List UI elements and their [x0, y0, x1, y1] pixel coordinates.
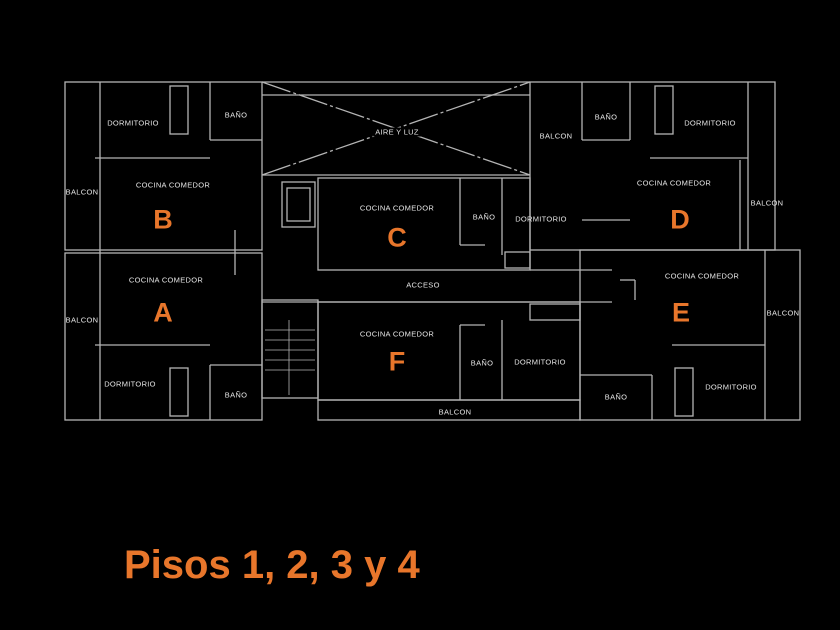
room-label: BAÑO — [472, 212, 496, 222]
unit-letter-a: A — [153, 297, 173, 328]
room-label: BALCON — [438, 407, 472, 417]
room-label: COCINA COMEDOR — [359, 329, 435, 339]
unit-d-outline — [529, 81, 776, 251]
room-label: DORMITORIO — [684, 118, 736, 128]
closet-b — [169, 85, 189, 135]
room-label: DORMITORIO — [515, 214, 567, 224]
room-label: BAÑO — [604, 392, 628, 402]
staircase — [261, 299, 319, 399]
room-label: BAÑO — [224, 390, 248, 400]
room-label: BAÑO — [594, 112, 618, 122]
room-label: DORMITORIO — [107, 118, 159, 128]
unit-letter-f: F — [388, 346, 406, 377]
room-label: AIRE Y LUZ — [373, 127, 421, 137]
room-label: DORMITORIO — [104, 379, 156, 389]
room-label: BALCON — [750, 198, 784, 208]
room-label: COCINA COMEDOR — [636, 178, 712, 188]
unit-c-outline — [317, 177, 531, 271]
room-label: COCINA COMEDOR — [359, 203, 435, 213]
room-label: BALCON — [539, 131, 573, 141]
room-label: DORMITORIO — [514, 357, 566, 367]
unit-e-outline — [579, 249, 801, 421]
room-label: ACCESO — [406, 280, 440, 290]
room-label: BAÑO — [470, 358, 494, 368]
room-label: DORMITORIO — [705, 382, 757, 392]
unit-letter-c: C — [387, 222, 407, 253]
room-label: BALCON — [65, 187, 99, 197]
room-label: BAÑO — [224, 110, 248, 120]
room-label: BALCON — [766, 308, 800, 318]
room-label: COCINA COMEDOR — [128, 275, 204, 285]
unit-f-outline — [317, 301, 581, 401]
floor-title: Pisos 1, 2, 3 y 4 — [124, 543, 420, 587]
elevator — [281, 181, 316, 228]
unit-letter-b: B — [153, 204, 173, 235]
unit-letter-d: D — [670, 204, 690, 235]
room-label: BALCON — [65, 315, 99, 325]
room-label: COCINA COMEDOR — [664, 271, 740, 281]
closet-a — [169, 367, 189, 417]
unit-b-outline — [64, 81, 263, 251]
unit-letter-e: E — [671, 297, 691, 328]
room-label: COCINA COMEDOR — [135, 180, 211, 190]
